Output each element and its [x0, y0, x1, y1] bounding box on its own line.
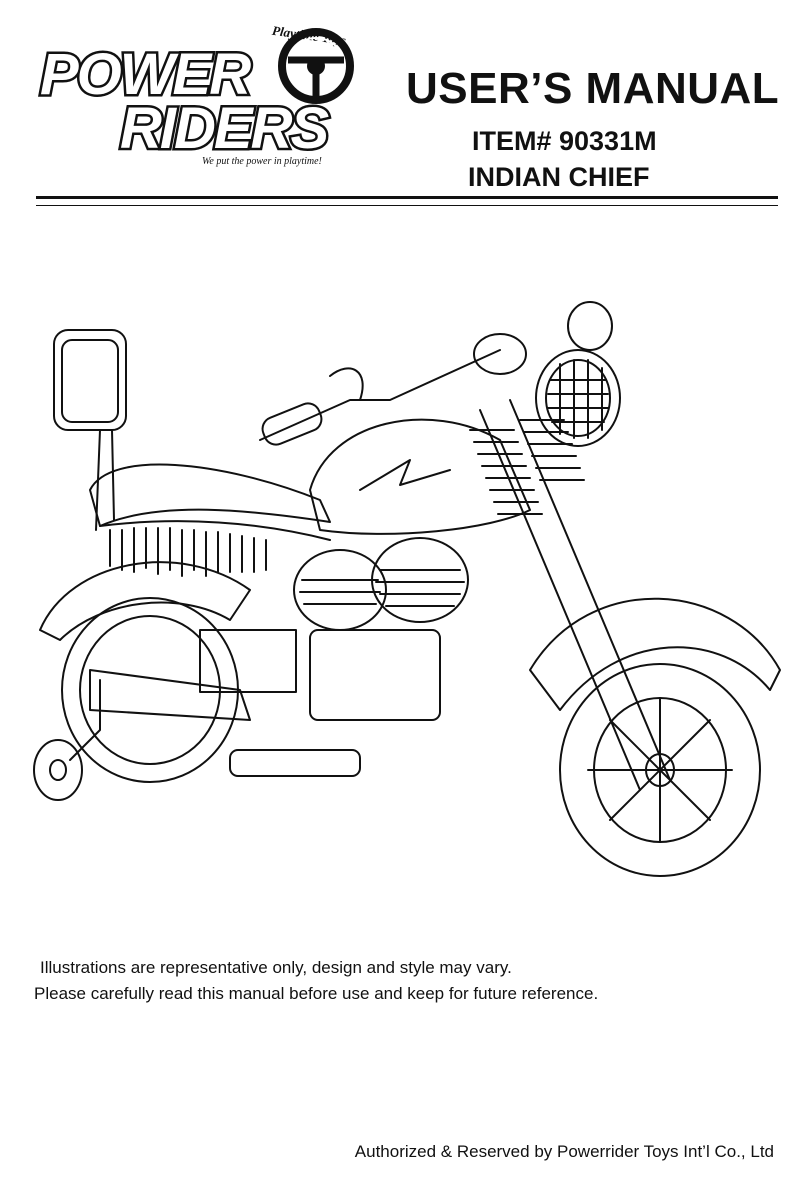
seat-icon	[89, 463, 331, 527]
logo-brand-top: POWER	[40, 42, 251, 107]
front-fork-icon	[469, 399, 671, 791]
motorcycle-illustration	[30, 290, 790, 890]
exhaust-pipe-icon	[89, 669, 251, 721]
disclaimer-text: Illustrations are representative only, d…	[40, 958, 512, 977]
training-wheel-icon	[33, 679, 101, 801]
model-name: INDIAN CHIEF	[468, 162, 650, 192]
instructions-text: Please carefully read this manual before…	[34, 984, 599, 1003]
seat-fringe-icon	[99, 520, 331, 577]
headlight-icon	[473, 301, 621, 447]
front-wheel-icon	[559, 663, 761, 877]
fuel-tank-icon	[309, 418, 531, 535]
handlebar-icon	[259, 349, 501, 446]
footboard-icon	[229, 749, 361, 777]
steering-wheel-icon	[278, 28, 354, 104]
logo-brand-bottom: RIDERS	[120, 96, 329, 161]
rear-wheel-icon	[61, 597, 239, 783]
header-divider-thin	[36, 205, 778, 206]
backrest-icon	[53, 329, 127, 531]
item-number: ITEM# 90331M	[472, 126, 657, 156]
rear-fender-icon	[39, 561, 251, 641]
front-fender-icon	[529, 597, 781, 711]
manual-title: USER’S MANUAL	[406, 64, 780, 113]
logo-slogan: We put the power in playtime!	[202, 156, 322, 167]
footer-copyright: Authorized & Reserved by Powerrider Toys…	[354, 1142, 774, 1161]
header-divider-thick	[36, 196, 778, 199]
engine-icon	[199, 537, 469, 721]
power-riders-logo: Playtime Toys POWER RIDERS We put the po…	[34, 18, 364, 168]
